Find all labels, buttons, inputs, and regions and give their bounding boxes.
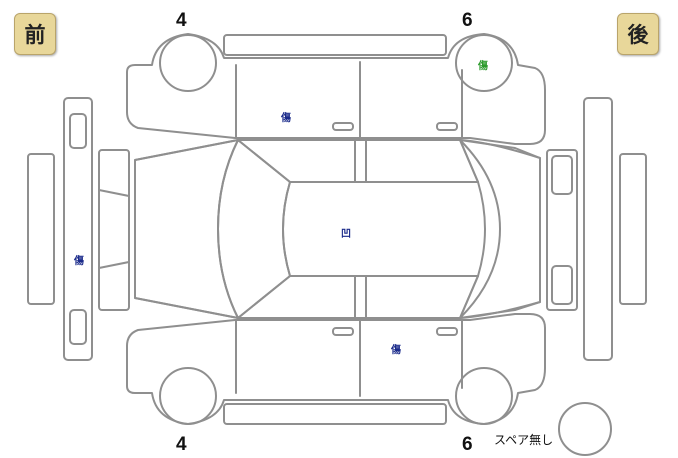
- front-edge[interactable]: [27, 153, 55, 305]
- tire-number-top-right: 6: [462, 10, 473, 31]
- rear-bumper[interactable]: [583, 97, 613, 361]
- tire-left-front[interactable]: [159, 34, 217, 92]
- rear-panel[interactable]: [546, 149, 578, 311]
- rear-taillight-right[interactable]: [551, 265, 573, 305]
- front-headlight-right[interactable]: [69, 309, 87, 345]
- tire-number-bottom-right: 6: [462, 434, 473, 455]
- windshield[interactable]: [217, 139, 291, 319]
- spare-tire[interactable]: [558, 402, 612, 456]
- damage-mark-left-front-door: 傷: [281, 113, 291, 124]
- tire-number-top-left: 4: [176, 10, 187, 31]
- damage-mark-right-rear-door: 傷: [391, 345, 401, 356]
- front-bumper[interactable]: [63, 97, 93, 361]
- hood[interactable]: [134, 139, 239, 319]
- spare-label: スペア無し: [494, 433, 554, 447]
- damage-mark-front-bumper: 傷: [74, 256, 84, 267]
- rear-badge: 後: [617, 13, 659, 55]
- left-side-body[interactable]: [126, 33, 546, 145]
- right-side-body[interactable]: [126, 313, 546, 425]
- damage-mark-roof: 凹: [341, 229, 351, 240]
- damage-mark-left-rear-tire: 傷: [478, 61, 488, 72]
- tire-number-bottom-left: 4: [176, 434, 187, 455]
- front-badge: 前: [14, 13, 56, 55]
- right-side-skirt[interactable]: [223, 403, 447, 425]
- rear-edge[interactable]: [619, 153, 647, 305]
- roof[interactable]: [282, 181, 486, 277]
- top-view-body[interactable]: [134, 139, 541, 319]
- front-grille[interactable]: [98, 149, 130, 311]
- tire-right-front[interactable]: [159, 367, 217, 425]
- front-headlight-left[interactable]: [69, 113, 87, 149]
- tire-right-rear[interactable]: [455, 367, 513, 425]
- left-side-skirt[interactable]: [223, 34, 447, 56]
- rear-taillight-left[interactable]: [551, 155, 573, 195]
- rear-window[interactable]: [459, 139, 501, 319]
